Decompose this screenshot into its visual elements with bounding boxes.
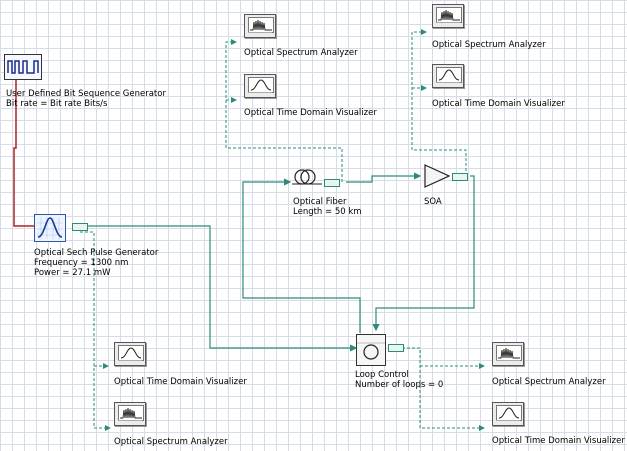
electrical-link[interactable] (13, 80, 35, 227)
spectrum-analyzer-source-label: Optical Spectrum Analyzer (114, 437, 228, 447)
bit-generator-param: Bit rate = Bit rate Bits/s (6, 99, 108, 109)
time-visualizer-soa-label: Optical Time Domain Visualizer (432, 99, 565, 109)
fiber-length: Length = 50 km (293, 207, 362, 217)
monitor-link-fiber-spectrum[interactable] (225, 39, 343, 182)
optical-link-source-loop[interactable] (88, 225, 358, 352)
loop-control-icon (356, 334, 386, 366)
fiber-output-port[interactable] (324, 179, 340, 187)
fiber-coil-icon (292, 169, 322, 185)
spectrum-analyzer-source[interactable] (114, 402, 146, 426)
pulse-generator-name: Optical Sech Pulse Generator (34, 248, 159, 258)
pulse-generator-output-port[interactable] (72, 223, 88, 231)
spectrum-analyzer-fiber[interactable] (244, 14, 276, 38)
spectrum-analyzer-fiber-label: Optical Spectrum Analyzer (244, 48, 358, 58)
time-screen-icon (248, 77, 274, 93)
spectrum-analyzer-loop-label: Optical Spectrum Analyzer (492, 377, 606, 387)
time-visualizer-source[interactable] (114, 342, 146, 366)
spectrum-analyzer-soa-label: Optical Spectrum Analyzer (432, 40, 546, 50)
optical-link-loop-fiber[interactable] (242, 178, 361, 333)
spectrum-analyzer-soa[interactable] (432, 4, 464, 28)
soa-output-port[interactable] (452, 173, 468, 181)
monitor-link-loop-spectrum[interactable] (402, 347, 485, 431)
spectrum-screen-icon (436, 7, 462, 23)
time-visualizer-source-label: Optical Time Domain Visualizer (114, 377, 247, 387)
monitor-link-soa-spectrum[interactable] (411, 29, 467, 176)
bit-sequence-icon (4, 54, 42, 80)
loop-control-name: Loop Control (355, 370, 409, 380)
amplifier-triangle-icon (424, 164, 450, 188)
time-visualizer-fiber[interactable] (244, 74, 276, 98)
loop-control-loops: Number of loops = 0 (355, 380, 444, 390)
pulse-generator-frequency: Frequency = 1300 nm (34, 258, 129, 268)
loop-control-output-port[interactable] (388, 344, 404, 352)
fiber-name: Optical Fiber (293, 197, 347, 207)
spectrum-screen-icon (118, 405, 144, 421)
soa-name: SOA (424, 197, 442, 207)
pulse-generator-icon (34, 214, 66, 242)
time-visualizer-loop[interactable] (492, 402, 524, 426)
bit-generator-name: User Defined Bit Sequence Generator (6, 89, 166, 99)
time-screen-icon (436, 67, 462, 83)
time-screen-icon (496, 405, 522, 421)
time-visualizer-fiber-label: Optical Time Domain Visualizer (244, 108, 377, 118)
spectrum-screen-icon (248, 17, 274, 33)
time-screen-icon (118, 345, 144, 361)
optical-link-fiber-soa[interactable] (346, 172, 422, 183)
time-visualizer-soa[interactable] (432, 64, 464, 88)
pulse-generator-power: Power = 27.1 mW (34, 268, 111, 278)
time-visualizer-loop-label: Optical Time Domain Visualizer (492, 436, 625, 446)
spectrum-screen-icon (496, 345, 522, 361)
optical-link-soa-loop[interactable] (372, 175, 475, 332)
spectrum-analyzer-loop[interactable] (492, 342, 524, 366)
